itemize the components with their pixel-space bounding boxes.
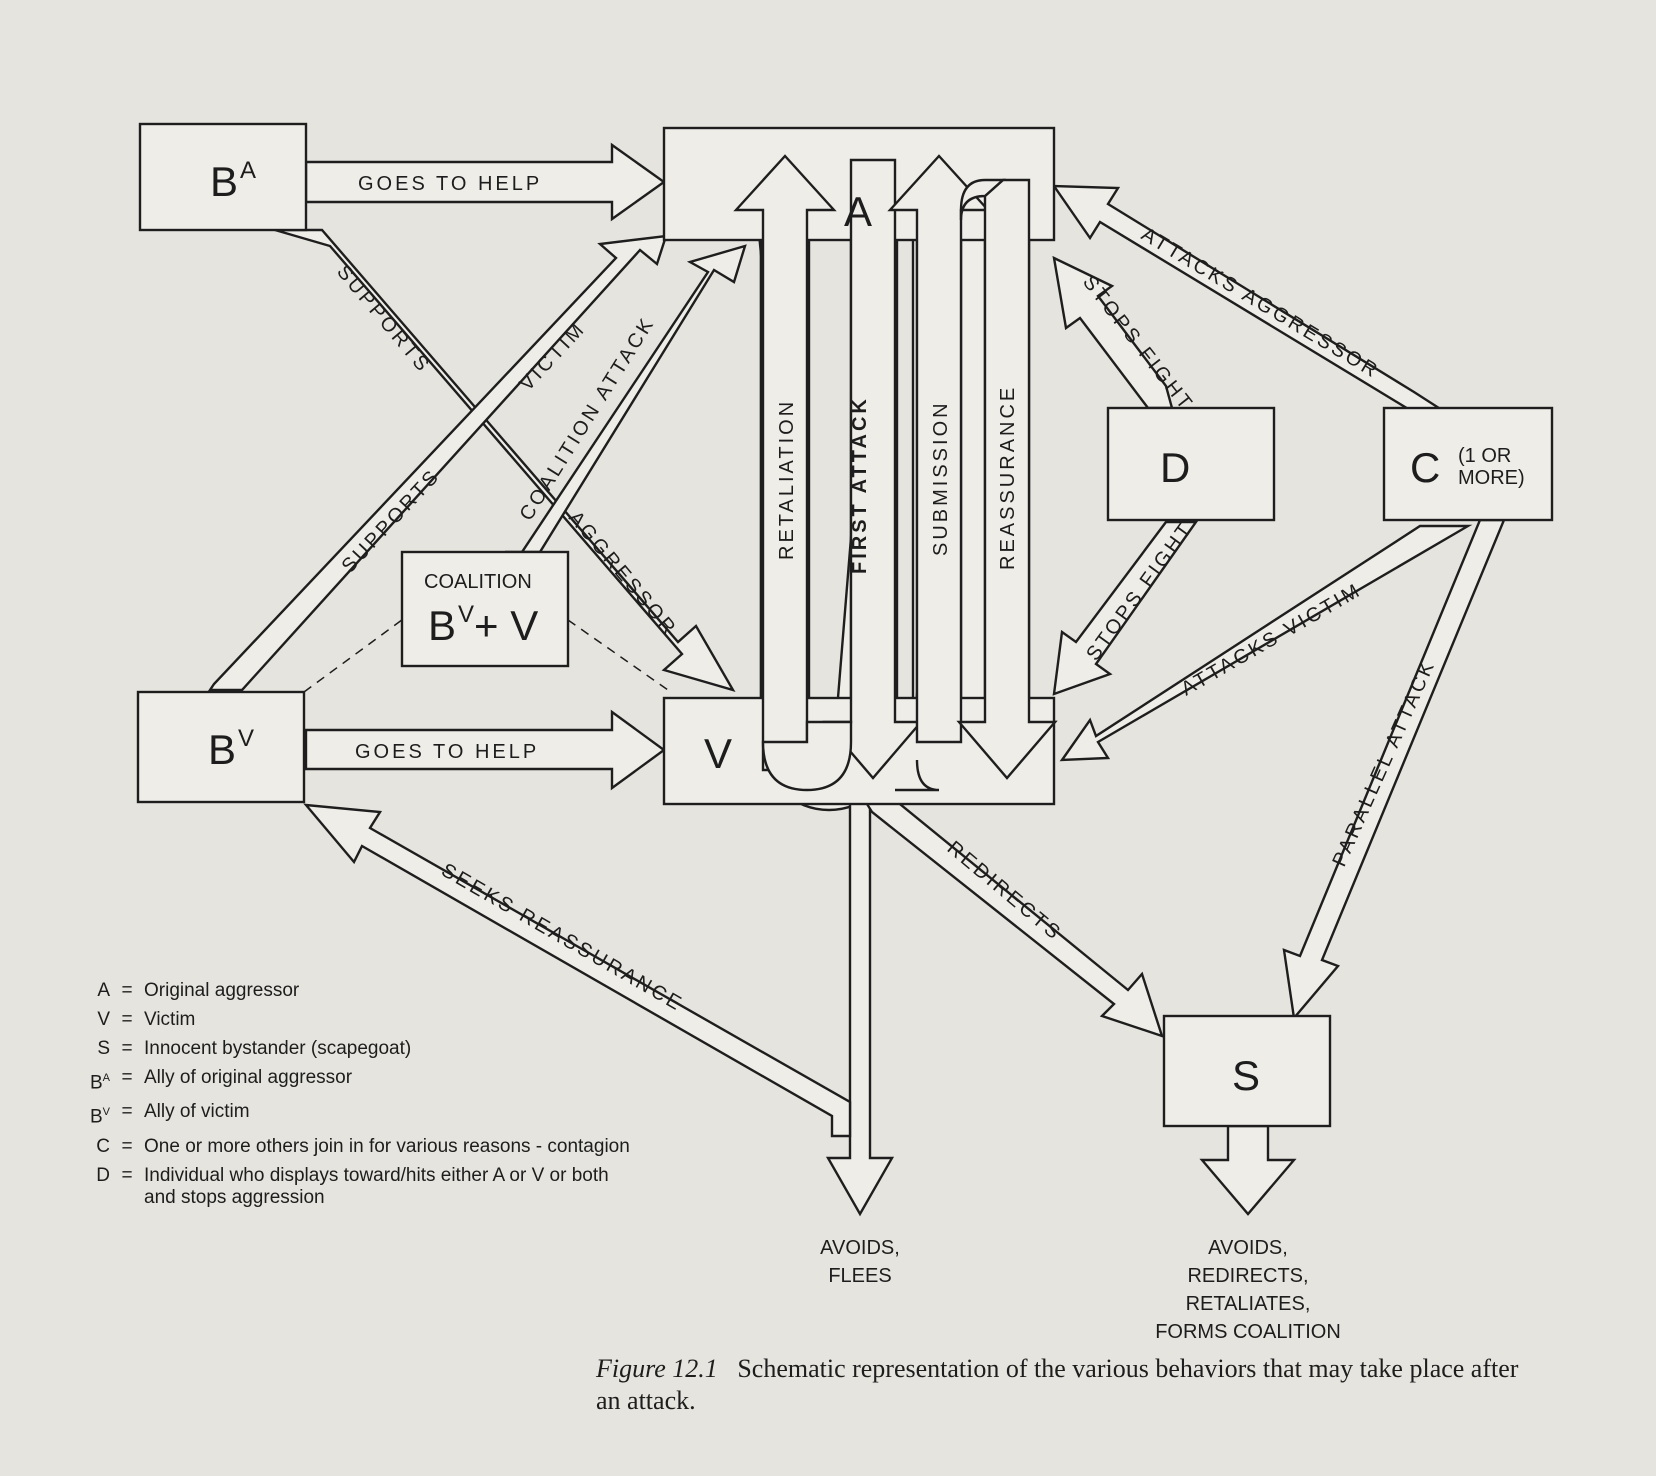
dash-coalition-v	[567, 619, 669, 691]
label-ba-goes-to-help: GOES TO HELP	[358, 173, 542, 195]
legend-row: BV = Ally of victim	[70, 1101, 630, 1128]
legend-key: V	[97, 1009, 110, 1030]
node-coalition-label: B	[428, 602, 456, 649]
legend-key: BV	[89, 1106, 110, 1128]
label-attacks-aggressor: ATTACKS AGGRESSOR	[1137, 223, 1383, 383]
node-bv	[136, 690, 306, 804]
outcome-s-2: REDIRECTS,	[1187, 1265, 1308, 1287]
arrow-avoids-flees	[825, 788, 895, 1217]
legend-key: S	[97, 1038, 110, 1059]
arrow-bv-goes-to-help	[304, 709, 667, 791]
node-coalition-rest: + V	[474, 602, 538, 649]
legend-desc: One or more others join in for various r…	[144, 1135, 630, 1157]
node-s	[1162, 1014, 1332, 1128]
arrow-s-outcome	[1199, 1124, 1297, 1216]
outcome-s-3: RETALIATES,	[1186, 1293, 1311, 1315]
legend: A = Original aggressor V = Victim S = In…	[70, 980, 630, 1216]
figure-caption-text: Schematic representation of the various …	[596, 1354, 1519, 1415]
legend-desc: Ally of original aggressor	[144, 1067, 353, 1088]
arrow-stops-fight-top	[1052, 255, 1174, 410]
legend-row: C = One or more others join in for vario…	[70, 1136, 630, 1158]
label-submission: SUBMISSION	[930, 400, 952, 556]
node-ba-sup: A	[240, 157, 256, 184]
node-c-label: C	[1410, 444, 1440, 491]
label-parallel-attack: PARALLEL ATTACK	[1328, 656, 1439, 870]
node-s-label: S	[1232, 1052, 1260, 1099]
label-reassurance: REASSURANCE	[997, 385, 1019, 570]
node-coalition-sup: V	[458, 601, 474, 628]
legend-key: A	[97, 980, 110, 1001]
legend-row: A = Original aggressor	[70, 980, 630, 1002]
figure-number: Figure 12.1	[596, 1354, 718, 1383]
legend-desc: Ally of victim	[144, 1101, 250, 1123]
label-stops-fight-bottom: STOPS FIGHT	[1082, 518, 1197, 665]
legend-key: C	[96, 1135, 110, 1157]
label-retaliation: RETALIATION	[776, 399, 798, 560]
node-ba	[138, 122, 308, 232]
legend-key: BA	[89, 1072, 110, 1094]
outcome-s-1: AVOIDS,	[1208, 1237, 1288, 1259]
node-v-label: V	[704, 730, 732, 777]
node-c-note-1: (1 OR	[1458, 445, 1511, 467]
legend-row: S = Innocent bystander (scapegoat)	[70, 1038, 630, 1060]
legend-desc: Victim	[144, 1009, 196, 1030]
node-bv-sup: V	[238, 725, 254, 752]
label-bv-goes-to-help: GOES TO HELP	[355, 741, 539, 763]
arrow-redirects	[859, 794, 1164, 1038]
label-redirects: REDIRECTS	[943, 837, 1066, 946]
node-d	[1106, 406, 1276, 522]
legend-desc: Original aggressor	[144, 980, 300, 1001]
legend-row: V = Victim	[70, 1009, 630, 1031]
node-coalition-title: COALITION	[424, 571, 532, 593]
label-attacks-victim: ATTACKS VICTIM	[1178, 579, 1366, 700]
node-coalition	[400, 550, 570, 668]
arrow-ba-goes-to-help	[304, 142, 667, 222]
outcome-v-2: FLEES	[828, 1265, 891, 1287]
arrow-coalition-attack	[505, 244, 747, 554]
label-first-attack: FIRST ATTACK	[849, 396, 871, 574]
legend-desc: Innocent bystander (scapegoat)	[144, 1038, 412, 1059]
label-supports-aggressor-2: AGGRESSOR	[564, 507, 681, 641]
outcome-v-1: AVOIDS,	[820, 1237, 900, 1259]
legend-row: BA = Ally of original aggressor	[70, 1067, 630, 1094]
node-c-note-2: MORE)	[1458, 467, 1525, 489]
node-d-label: D	[1160, 444, 1190, 491]
legend-row: D = Individual who displays toward/hits …	[70, 1165, 630, 1209]
figure-caption: Figure 12.1 Schematic representation of …	[596, 1353, 1536, 1417]
arrow-supports-aggressor	[274, 228, 736, 692]
arrow-stops-fight-bottom	[1052, 520, 1199, 696]
vertical-arrows-top	[733, 154, 1058, 792]
node-ba-label: B	[210, 158, 238, 205]
dash-coalition-bv	[303, 613, 411, 693]
arrow-seeks-reassurance	[303, 803, 852, 1138]
node-c	[1382, 406, 1554, 522]
legend-key: D	[96, 1164, 110, 1186]
arrow-attacks-victim	[1059, 524, 1473, 762]
node-bv-label: B	[208, 726, 236, 773]
node-a-label: A	[844, 188, 872, 235]
outcome-s-4: FORMS COALITION	[1155, 1321, 1341, 1343]
label-supports-aggressor-1: SUPPORTS	[332, 261, 435, 378]
legend-desc: Individual who displays toward/hits eith…	[144, 1164, 609, 1208]
